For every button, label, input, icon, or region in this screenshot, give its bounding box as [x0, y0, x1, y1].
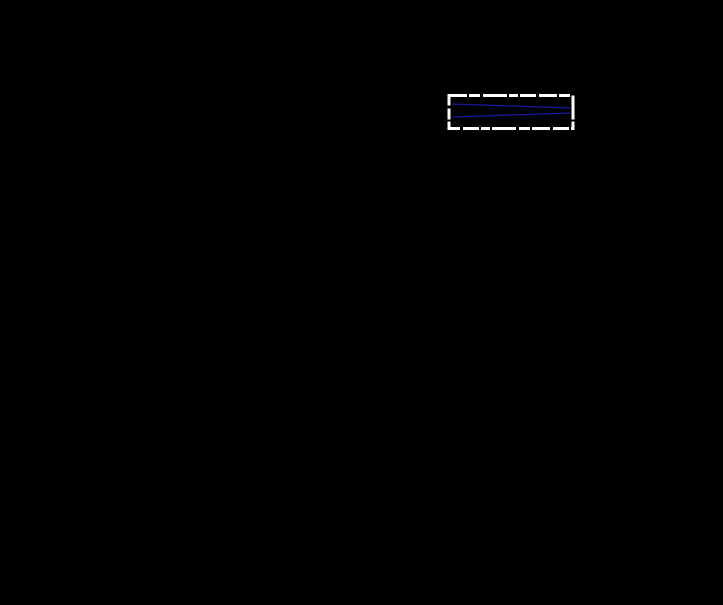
pcb-body: [95, 5, 595, 233]
logo-border: [447, 94, 575, 130]
logo-distress-lines: [451, 103, 571, 118]
escape-logo: [447, 94, 575, 130]
controller-board: [95, 5, 595, 233]
